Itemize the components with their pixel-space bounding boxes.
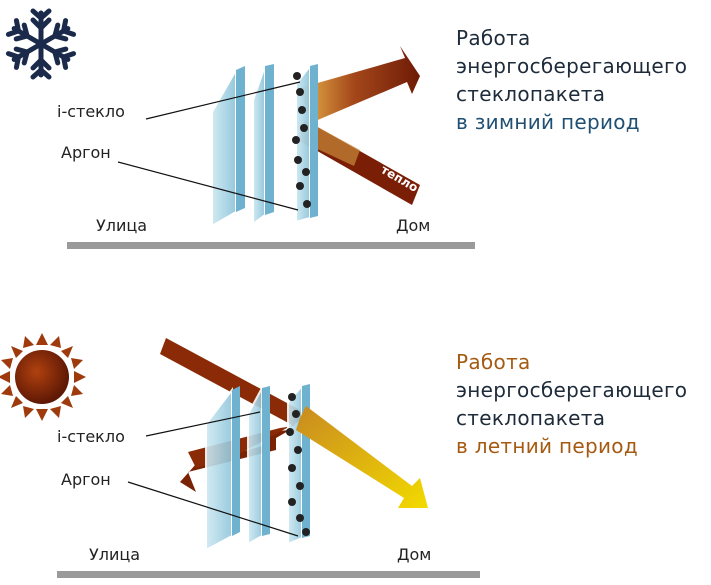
glass-unit [205, 383, 310, 552]
argon-leader [117, 161, 299, 211]
title-line-4: в зимний период [456, 110, 640, 134]
sun-icon [0, 333, 86, 421]
home-label: Дом [397, 545, 432, 564]
iglass-label: i-стекло [57, 427, 125, 446]
iglass-label: i-стекло [57, 102, 125, 121]
title-line-1: Работа [456, 26, 531, 50]
winter-title: Работа энергосберегающего стеклопакета в… [456, 24, 687, 136]
iglass-leader [145, 411, 261, 437]
argon-label: Аргон [61, 143, 111, 162]
street-label: Улица [96, 216, 148, 235]
floor-line [57, 571, 480, 578]
title-line-1: Работа [456, 350, 531, 374]
glass-unit [211, 63, 318, 228]
summer-title: Работа энергосберегающего стеклопакета в… [456, 348, 687, 460]
title-line-3: стеклопакета [456, 406, 606, 430]
light-arrow [296, 406, 428, 508]
title-line-2: энергосберегающего [456, 378, 688, 402]
argon-leader [127, 481, 299, 537]
summer-diagram: жара [0, 333, 480, 578]
winter-panel: тепло i-стекло Аргон Улица Дом Работа эн… [0, 0, 711, 292]
argon-label: Аргон [61, 470, 111, 489]
floor-line [67, 242, 475, 249]
home-label: Дом [396, 216, 431, 235]
winter-diagram: тепло [0, 8, 475, 249]
title-line-4: в летний период [456, 434, 638, 458]
title-line-3: стеклопакета [456, 82, 606, 106]
iglass-leader [145, 81, 301, 120]
street-label: Улица [89, 545, 141, 564]
snowflake-icon [8, 8, 73, 77]
title-line-2: энергосберегающего [456, 54, 688, 78]
summer-panel: жара i-стекло Аргон Улица Дом Работа эне… [0, 292, 711, 585]
